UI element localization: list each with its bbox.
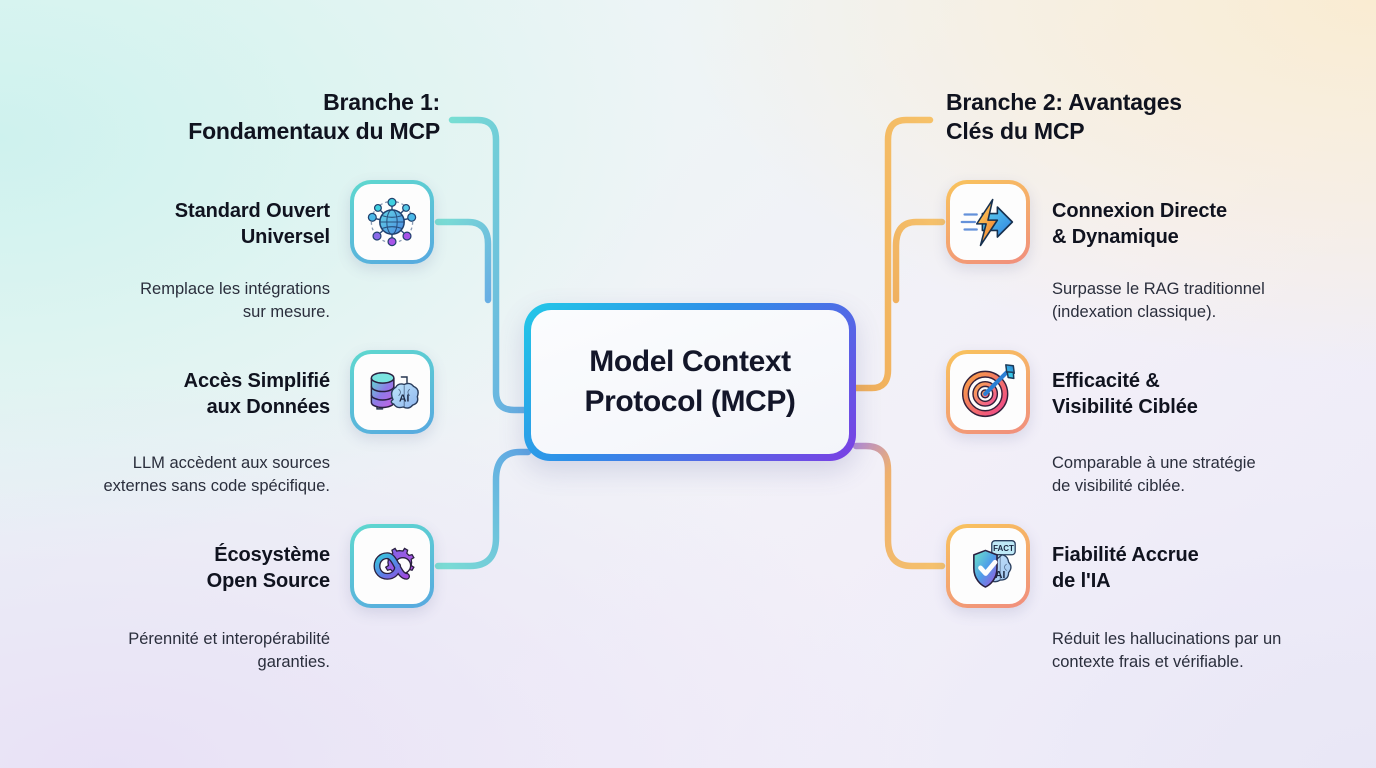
item-desc-line2: de visibilité ciblée. — [1052, 476, 1185, 495]
branch-1-header: Branche 1: Fondamentaux du MCP — [100, 88, 440, 147]
card-ecosysteme-open-source[interactable] — [350, 524, 434, 608]
item-title-line2: & Dynamique — [1052, 226, 1179, 249]
item-desc-line2: sur mesure. — [242, 302, 330, 321]
card-inner — [950, 184, 1026, 260]
item-title-line2: de l'IA — [1052, 570, 1111, 593]
lightning-arrow-icon — [960, 198, 1014, 247]
item-desc-line1: Pérennité et interopérabilité — [128, 630, 330, 648]
item-title-line1: Accès Simplifié — [183, 370, 330, 392]
item-title-line2: Open Source — [206, 570, 330, 593]
branch-2-header-line1: Branche 2: Avantages — [946, 89, 1182, 115]
title-ecosysteme-open-source: Écosystème Open Source — [60, 542, 330, 595]
svg-text:AI: AI — [995, 570, 1005, 581]
item-title-line1: Fiabilité Accrue — [1052, 544, 1199, 566]
card-inner: AI — [354, 354, 430, 430]
item-desc-line1: Remplace les intégrations — [140, 280, 330, 298]
desc-standard-ouvert-universel: Remplace les intégrations sur mesure. — [40, 278, 330, 324]
branch-2-header-line2: Clés du MCP — [946, 118, 1085, 145]
item-desc-line2: garanties. — [257, 652, 330, 671]
title-standard-ouvert-universel: Standard Ouvert Universel — [60, 198, 330, 251]
item-title-line1: Connexion Directe — [1052, 200, 1227, 222]
desc-efficacite-visibilite-ciblee: Comparable à une stratégie de visibilité… — [1052, 452, 1362, 498]
item-desc-line2: contexte frais et vérifiable. — [1052, 652, 1244, 671]
title-efficacite-visibilite-ciblee: Efficacité & Visibilité Ciblée — [1052, 368, 1352, 421]
desc-fiabilite-accrue-de-lia: Réduit les hallucinations par un context… — [1052, 628, 1372, 674]
item-title-line2: aux Données — [206, 396, 330, 419]
card-fiabilite-accrue-de-lia[interactable]: AI FACT — [946, 524, 1030, 608]
branch-1-header-line2: Fondamentaux du MCP — [188, 118, 440, 145]
desc-connexion-directe-dynamique: Surpasse le RAG traditionnel (indexation… — [1052, 278, 1362, 324]
center-node-inner: Model Context Protocol (MCP) — [531, 310, 849, 454]
item-desc-line1: Réduit les hallucinations par un — [1052, 630, 1282, 648]
svg-text:FACT: FACT — [993, 544, 1014, 553]
card-connexion-directe-dynamique[interactable] — [946, 180, 1030, 264]
desc-acces-simplifie-aux-donnees: LLM accèdent aux sources externes sans c… — [30, 452, 330, 498]
item-desc-line2: (indexation classique). — [1052, 302, 1217, 321]
desc-ecosysteme-open-source: Pérennité et interopérabilité garanties. — [30, 628, 330, 674]
item-desc-line1: Surpasse le RAG traditionnel — [1052, 280, 1265, 298]
center-node[interactable]: Model Context Protocol (MCP) — [524, 303, 856, 461]
card-efficacite-visibilite-ciblee[interactable] — [946, 350, 1030, 434]
card-standard-ouvert-universel[interactable] — [350, 180, 434, 264]
item-desc-line1: Comparable à une stratégie — [1052, 454, 1256, 472]
item-desc-line1: LLM accèdent aux sources — [132, 454, 330, 472]
shield-check-ai-fact-icon: AI FACT — [973, 540, 1016, 588]
item-title-line2: Universel — [240, 226, 330, 249]
item-desc-line2: externes sans code spécifique. — [103, 476, 330, 495]
globe-network-icon — [367, 197, 417, 247]
center-title-line2: Protocol (MCP) — [584, 384, 796, 418]
target-dart-icon — [961, 364, 1015, 418]
card-inner — [354, 528, 430, 604]
title-acces-simplifie-aux-donnees: Accès Simplifié aux Données — [60, 368, 330, 421]
card-inner: AI FACT — [950, 528, 1026, 604]
item-title-line2: Visibilité Ciblée — [1052, 396, 1198, 419]
database-ai-brain-icon: AI — [370, 372, 419, 410]
title-connexion-directe-dynamique: Connexion Directe & Dynamique — [1052, 198, 1352, 251]
branch-2-header: Branche 2: Avantages Clés du MCP — [946, 88, 1346, 147]
branch-1-header-line1: Branche 1: — [323, 89, 440, 115]
card-inner — [354, 184, 430, 260]
item-title-line1: Standard Ouvert — [174, 200, 330, 222]
item-title-line1: Écosystème — [214, 544, 330, 566]
item-title-line1: Efficacité & — [1052, 370, 1160, 392]
card-acces-simplifie-aux-donnees[interactable]: AI — [350, 350, 434, 434]
center-title-line1: Model Context — [589, 344, 791, 378]
infinity-gear-icon — [373, 547, 415, 580]
svg-text:AI: AI — [399, 393, 409, 404]
card-inner — [950, 354, 1026, 430]
title-fiabilite-accrue-de-lia: Fiabilité Accrue de l'IA — [1052, 542, 1352, 595]
